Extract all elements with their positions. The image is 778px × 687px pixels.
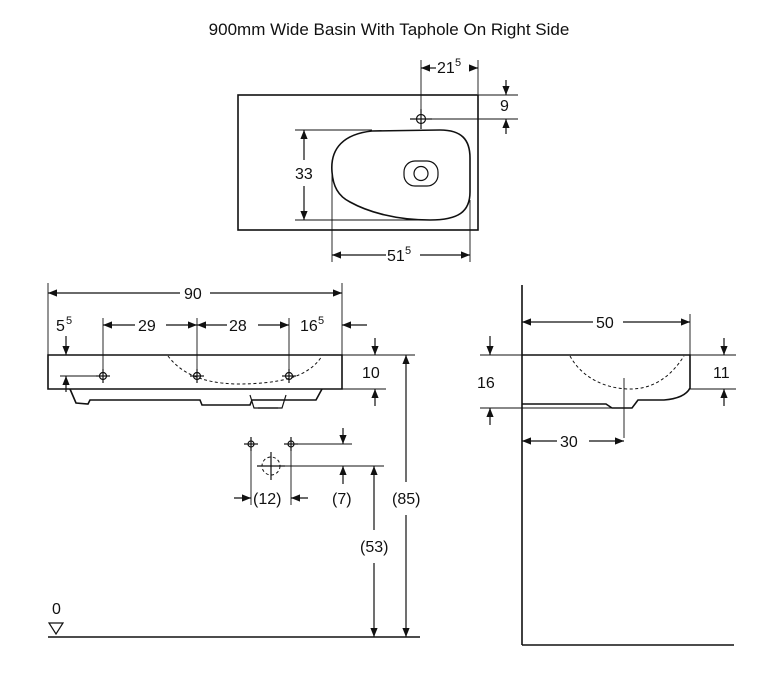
bowl-outline (331, 129, 471, 221)
dim-bowl-width-sup: 5 (405, 245, 411, 257)
dim-side-rim-height: 11 (713, 365, 730, 382)
dim-spacing-2: 28 (229, 318, 247, 335)
side-view: 50 16 11 30 (477, 285, 736, 646)
dim-fixing-height: (7) (332, 491, 352, 508)
basin-outline-front (47, 354, 343, 390)
dim-depth: 50 (596, 315, 614, 332)
dim-fixing-spacing: (12) (253, 491, 281, 508)
dim-taphole-offset-sup: 5 (455, 57, 461, 69)
dim-rim-height: 10 (362, 365, 380, 382)
dim-left-offset: 5 (56, 318, 65, 335)
dim-right-offset-sup: 5 (318, 315, 324, 327)
page-title: 900mm Wide Basin With Taphole On Right S… (208, 20, 570, 39)
dim-waste-offset: 30 (560, 434, 578, 451)
waste-outlet-inner (413, 165, 429, 182)
floor-level-label: 0 (52, 601, 61, 618)
dim-side-height: 16 (477, 375, 495, 392)
dim-left-offset-sup: 5 (66, 315, 72, 327)
basin-outline-side (522, 354, 691, 409)
dim-overall-width: 90 (184, 286, 202, 303)
dim-spacing-1: 29 (138, 318, 156, 335)
floor-level-marker (47, 622, 65, 636)
basin-outline-top (237, 94, 479, 231)
top-view: 21 5 9 33 51 5 (237, 57, 518, 265)
front-view: 90 29 28 16 5 5 5 10 (47, 283, 420, 638)
dim-bowl-width: 51 (387, 248, 405, 265)
dim-taphole-offset: 21 (437, 60, 455, 77)
dim-bowl-depth: 33 (295, 166, 313, 183)
waste-outlet-outer (403, 160, 439, 187)
dim-total-height: (85) (392, 491, 420, 508)
dim-right-offset: 16 (300, 318, 318, 335)
dim-waste-height: (53) (360, 539, 388, 556)
dim-taphole-depth: 9 (500, 98, 509, 115)
